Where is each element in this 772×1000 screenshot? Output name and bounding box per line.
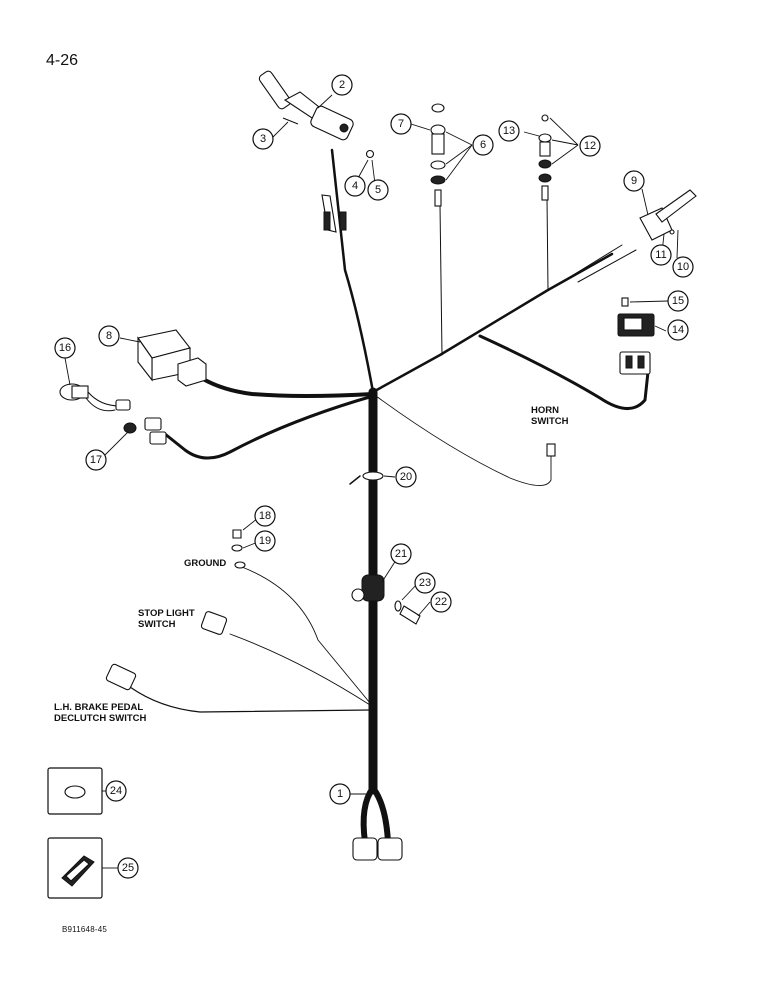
callout-9: 9 — [623, 170, 645, 192]
washer-23 — [394, 600, 402, 612]
callout-15: 15 — [667, 290, 689, 312]
lh-brake-connector — [105, 663, 137, 691]
svg-text:11: 11 — [655, 249, 666, 261]
callout-1: 1 — [329, 783, 351, 805]
branch-to-switch — [330, 148, 375, 394]
svg-text:19: 19 — [259, 535, 271, 547]
connector-17 — [123, 417, 167, 445]
module-8 — [137, 329, 207, 387]
cap-15 — [621, 297, 629, 307]
socket-12 — [538, 114, 552, 201]
svg-text:3: 3 — [260, 133, 266, 145]
ground-wire — [241, 566, 371, 704]
branch-upper-right — [371, 252, 614, 394]
trunk-lead-left — [360, 785, 376, 845]
horn-switch-wire — [375, 395, 552, 486]
page-number: 4-26 — [46, 52, 79, 69]
callout-25: 25 — [117, 857, 139, 879]
callout-22: 22 — [430, 591, 452, 613]
callout-11: 11 — [650, 244, 672, 266]
callout-14: 14 — [667, 319, 689, 341]
svg-text:10: 10 — [677, 261, 689, 273]
branch-to-module — [196, 374, 375, 398]
stop-light-switch-label: STOP LIGHT SWITCH — [138, 608, 195, 630]
clamp-21 — [351, 574, 385, 602]
stop-light-connector — [200, 611, 228, 635]
branch-to-connector — [163, 394, 375, 460]
lh-brake-label: L.H. BRAKE PEDAL DECLUTCH SWITCH — [54, 702, 147, 724]
svg-text:21: 21 — [395, 548, 407, 560]
callout-5: 5 — [367, 179, 389, 201]
svg-text:14: 14 — [672, 324, 684, 336]
kit-box-25 — [47, 837, 103, 899]
ground-terminal — [234, 561, 246, 569]
callout-23: 23 — [414, 572, 436, 594]
horn-switch-label: HORN SWITCH — [531, 405, 569, 427]
svg-text:17: 17 — [90, 454, 102, 466]
callout-8: 8 — [98, 325, 120, 347]
callout-12: 12 — [579, 135, 601, 157]
wire-to-socket-12 — [546, 197, 549, 291]
callout-21: 21 — [390, 543, 412, 565]
horn-switch-connector — [546, 443, 556, 457]
trunk-lead-right — [370, 785, 391, 845]
socket-6 — [430, 103, 446, 207]
svg-text:13: 13 — [503, 125, 515, 137]
light-16 — [59, 383, 131, 412]
ground-label: GROUND — [184, 558, 227, 569]
switch-9 — [639, 189, 697, 241]
callout-7: 7 — [390, 113, 412, 135]
svg-text:4: 4 — [352, 180, 358, 192]
screw-3 — [282, 117, 299, 125]
svg-text:25: 25 — [122, 862, 134, 874]
callout-bubbles: 1 2 3 4 5 6 7 8 9 10 11 12 13 14 15 16 1… — [54, 74, 694, 879]
callout-2: 2 — [331, 74, 353, 96]
svg-text:20: 20 — [400, 471, 412, 483]
svg-text:12: 12 — [584, 140, 596, 152]
svg-text:24: 24 — [110, 785, 122, 797]
callout-4: 4 — [344, 175, 366, 197]
branch-to-rocker — [478, 334, 650, 410]
lh-brake-wire — [129, 686, 371, 713]
svg-text:9: 9 — [631, 175, 637, 187]
callout-3: 3 — [252, 128, 274, 150]
callout-13: 13 — [498, 120, 520, 142]
svg-text:18: 18 — [259, 510, 271, 522]
svg-text:7: 7 — [398, 118, 404, 130]
svg-text:15: 15 — [672, 295, 684, 307]
svg-text:2: 2 — [339, 79, 345, 91]
callout-16: 16 — [54, 337, 76, 359]
svg-text:1: 1 — [337, 788, 343, 800]
svg-text:5: 5 — [375, 184, 381, 196]
kit-box-24 — [47, 767, 103, 815]
wire-to-switch-9b — [577, 249, 637, 283]
wire-to-switch-9a — [564, 244, 623, 281]
bottom-connectors — [352, 837, 403, 861]
callout-6: 6 — [472, 134, 494, 156]
rocker-switch-14 — [617, 313, 655, 375]
callout-19: 19 — [254, 530, 276, 552]
harness-wires — [129, 148, 650, 845]
svg-text:16: 16 — [59, 342, 71, 354]
bolt-18 — [232, 529, 242, 539]
clip-20 — [349, 471, 384, 485]
callout-17: 17 — [85, 449, 107, 471]
svg-text:22: 22 — [435, 596, 447, 608]
parts — [59, 70, 697, 861]
callout-20: 20 — [395, 466, 417, 488]
figure-code: B911648-45 — [62, 925, 107, 934]
callout-18: 18 — [254, 505, 276, 527]
svg-text:8: 8 — [106, 330, 112, 342]
svg-text:23: 23 — [419, 577, 431, 589]
svg-text:6: 6 — [480, 139, 486, 151]
turn-signal-switch — [258, 70, 354, 233]
bolt-22 — [399, 605, 421, 625]
callout-24: 24 — [105, 780, 127, 802]
nut-4 — [365, 149, 375, 159]
wire-to-socket-6 — [439, 204, 443, 356]
callout-10: 10 — [672, 256, 694, 278]
stop-light-wire — [229, 633, 371, 706]
washer-19 — [231, 544, 243, 552]
